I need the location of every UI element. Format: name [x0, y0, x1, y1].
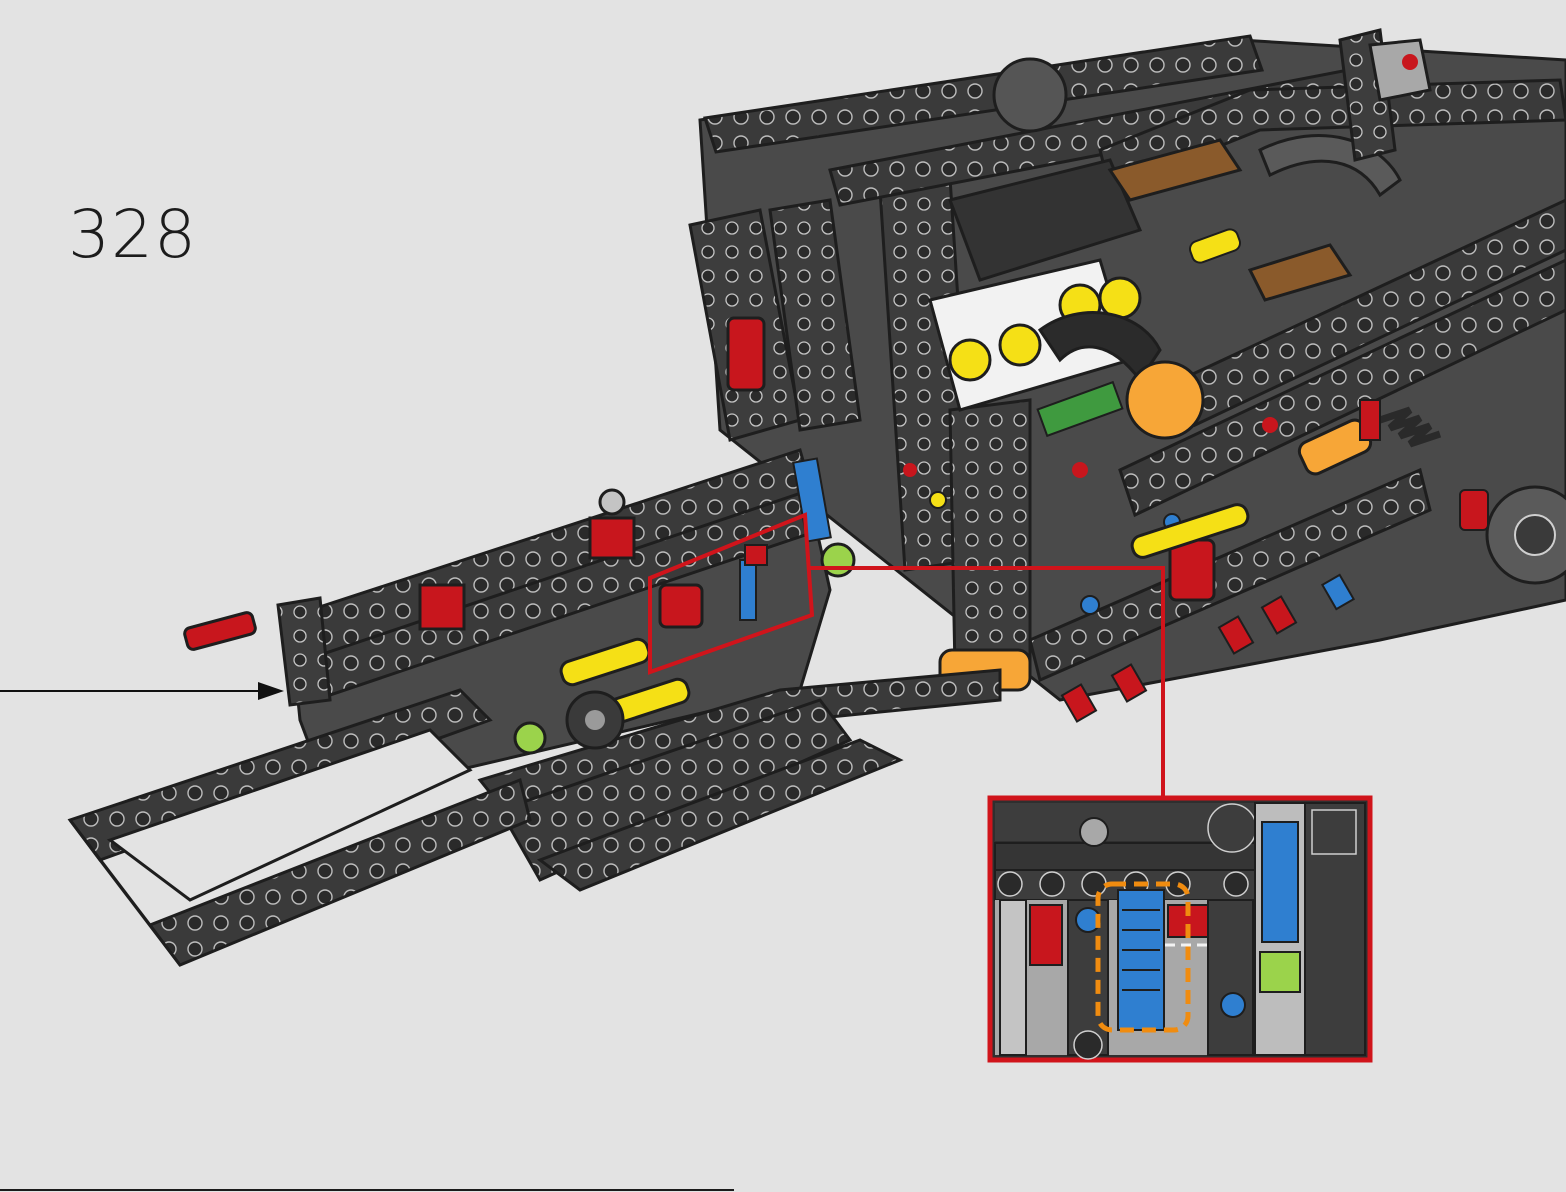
- page-bottom-rule: [0, 1189, 734, 1191]
- front-bottom-frame: [70, 690, 530, 965]
- arrow-right-icon: [0, 682, 284, 700]
- differential-part: [1127, 362, 1203, 438]
- wheel-hub-top: [994, 59, 1066, 131]
- magnify-callout: [990, 798, 1370, 1060]
